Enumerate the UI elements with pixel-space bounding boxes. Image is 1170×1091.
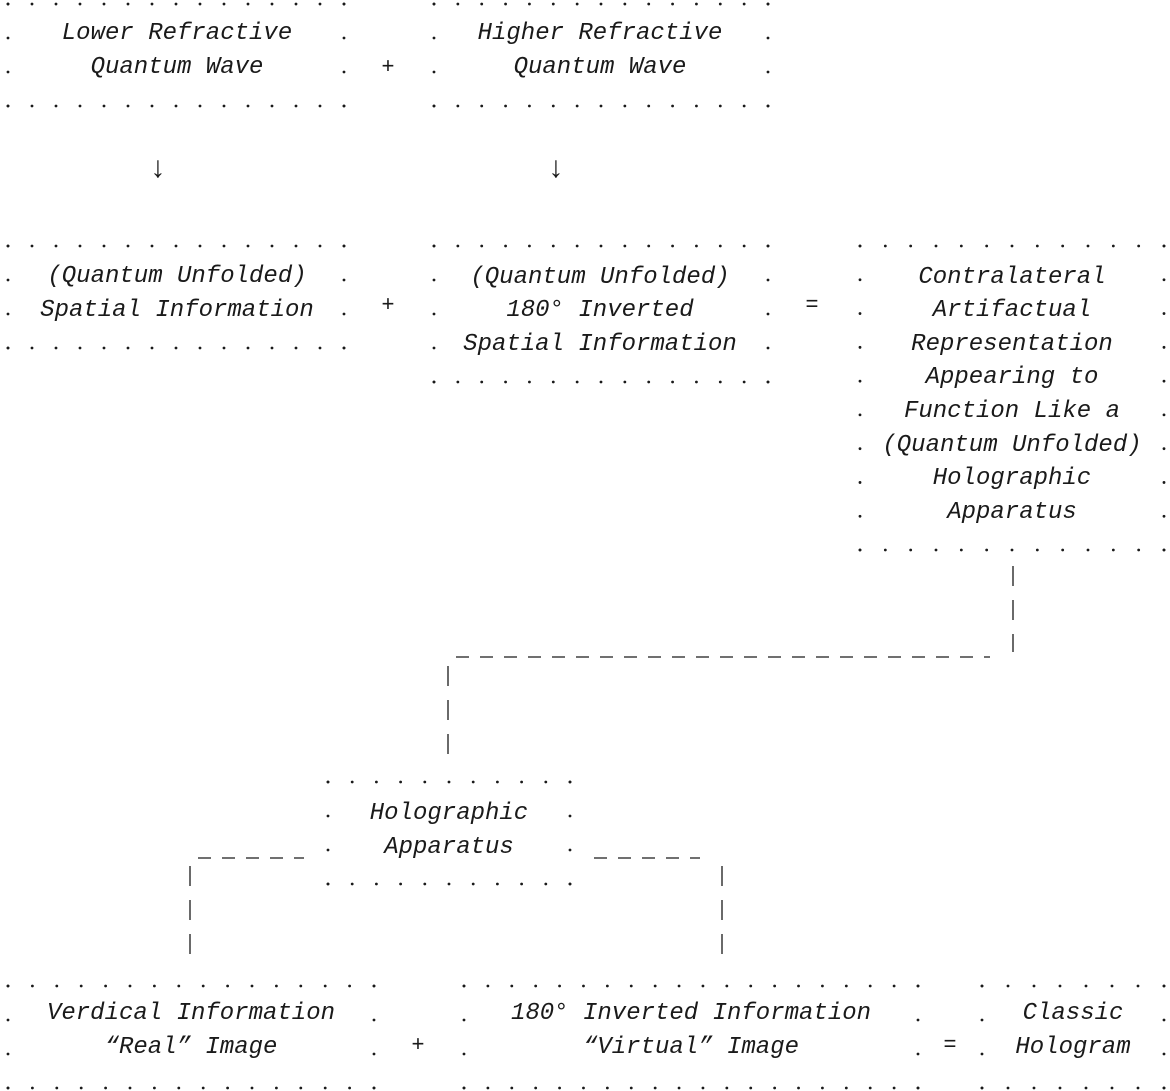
classic-hologram-line-2: Hologram bbox=[1015, 1034, 1131, 1061]
inverted-spatial-info-box: (Quantum Unfolded) 180° Inverted Spatial… bbox=[432, 244, 768, 378]
higher-wave-line-2: Quantum Wave bbox=[513, 54, 687, 81]
spatial-info-border-left bbox=[6, 244, 10, 350]
spatial-info-line-1: (Quantum Unfolded) bbox=[47, 263, 307, 291]
contralateral-line-8: Apparatus bbox=[947, 498, 1077, 526]
equals-operator-row2: = bbox=[805, 293, 819, 318]
lower-wave-line-2: Quantum Wave bbox=[90, 54, 264, 81]
inverted-info-line-1: 180° Inverted Information bbox=[510, 1000, 872, 1028]
inverted-spatial-border-right bbox=[766, 244, 770, 384]
classic-hologram-line-1: Classic bbox=[1022, 1000, 1124, 1028]
lower-wave-border-bottom bbox=[6, 104, 346, 108]
plus-operator-bottom: + bbox=[411, 1033, 425, 1058]
plus-operator-row2: + bbox=[381, 293, 395, 318]
apparatus-border-right bbox=[568, 780, 572, 886]
higher-wave-border-bottom bbox=[432, 104, 770, 108]
inverted-spatial-line-3: Spatial Information bbox=[463, 330, 737, 358]
higher-wave-border-right bbox=[766, 2, 770, 108]
contralateral-border-bottom bbox=[858, 548, 1166, 552]
lower-wave-border-right bbox=[342, 2, 346, 108]
lower-wave-border-left bbox=[6, 2, 10, 108]
contralateral-border-left bbox=[858, 244, 862, 552]
apparatus-line-2: Apparatus bbox=[384, 834, 514, 861]
classic-hologram-border-left bbox=[980, 984, 984, 1090]
down-arrow-left: ↓ bbox=[148, 153, 168, 187]
classic-hologram-border-bottom bbox=[980, 1086, 1166, 1090]
holographic-apparatus-box: Holographic Apparatus bbox=[326, 780, 572, 884]
down-arrow-right: ↓ bbox=[546, 153, 566, 187]
contralateral-line-7: Holographic bbox=[932, 465, 1092, 493]
contralateral-box: Contralateral Artifactual Representation… bbox=[858, 244, 1166, 546]
inverted-info-box: 180° Inverted Information “Virtual” Imag… bbox=[462, 980, 920, 1085]
higher-wave-border-left bbox=[432, 2, 436, 108]
lower-wave-line-1: Lower Refractive bbox=[61, 20, 293, 48]
lower-wave-box: Lower Refractive Quantum Wave bbox=[6, 0, 348, 105]
spatial-info-border-top bbox=[6, 244, 346, 248]
inverted-spatial-line-1: (Quantum Unfolded) bbox=[470, 263, 730, 291]
inverted-info-line-2: “Virtual” Image bbox=[582, 1034, 800, 1061]
verdical-line-2: “Real” Image bbox=[104, 1034, 278, 1061]
contralateral-line-4: Appearing to bbox=[925, 364, 1099, 392]
verdical-border-right bbox=[372, 984, 376, 1090]
verdical-line-1: Verdical Information bbox=[46, 1000, 336, 1028]
verdical-border-left bbox=[6, 984, 10, 1090]
higher-wave-line-1: Higher Refractive bbox=[477, 20, 723, 48]
classic-hologram-border-right bbox=[1162, 984, 1166, 1090]
inverted-spatial-line-2: 180° Inverted bbox=[506, 297, 694, 325]
contralateral-line-5: Function Like a bbox=[903, 398, 1121, 425]
apparatus-border-left bbox=[326, 780, 330, 886]
contralateral-line-1: Contralateral bbox=[918, 263, 1106, 291]
apparatus-line-1: Holographic bbox=[369, 800, 529, 828]
higher-wave-box: Higher Refractive Quantum Wave bbox=[432, 0, 768, 105]
inverted-spatial-border-left bbox=[432, 244, 436, 384]
contralateral-line-6: (Quantum Unfolded) bbox=[882, 431, 1142, 459]
classic-hologram-box: Classic Hologram bbox=[980, 980, 1166, 1085]
inverted-spatial-border-bottom bbox=[432, 380, 770, 384]
spatial-info-box: (Quantum Unfolded) Spatial Information bbox=[6, 244, 348, 344]
spatial-info-border-bottom bbox=[6, 346, 346, 350]
inverted-info-border-left bbox=[462, 984, 466, 1090]
equals-operator-bottom: = bbox=[943, 1033, 957, 1058]
plus-operator-row1: + bbox=[381, 55, 395, 80]
spatial-info-line-2: Spatial Information bbox=[40, 297, 314, 324]
verdical-info-box: Verdical Information “Real” Image bbox=[6, 980, 376, 1085]
inverted-info-border-right bbox=[916, 984, 920, 1090]
inverted-info-border-bottom bbox=[462, 1086, 920, 1090]
contralateral-border-right bbox=[1162, 244, 1166, 552]
spatial-info-border-right bbox=[342, 244, 346, 350]
contralateral-line-3: Representation bbox=[911, 330, 1113, 358]
contralateral-line-2: Artifactual bbox=[932, 297, 1092, 325]
verdical-border-bottom bbox=[6, 1086, 376, 1090]
